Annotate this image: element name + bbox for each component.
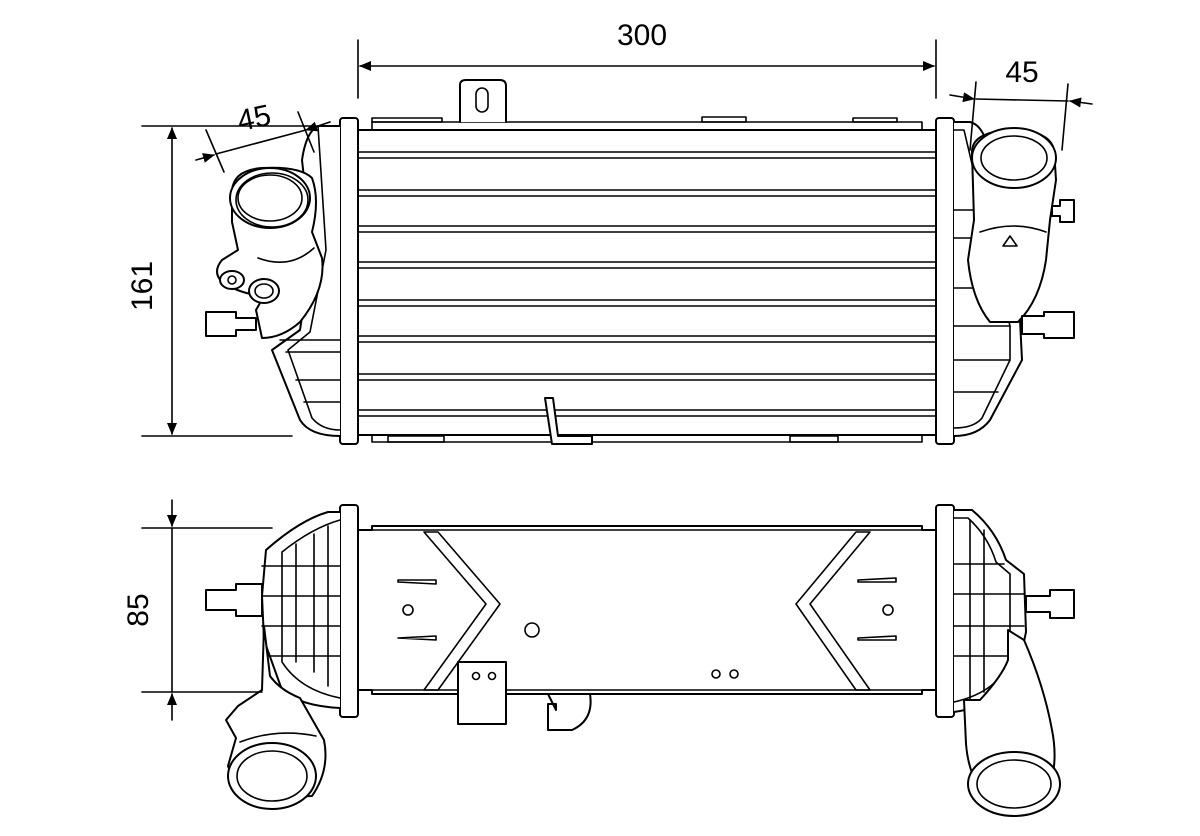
right-rivet bbox=[882, 604, 894, 616]
dimension-width: 300 bbox=[357, 19, 937, 99]
top-tab-far-right bbox=[852, 117, 898, 123]
bottom-tab-right bbox=[789, 435, 839, 443]
right-tank-ribs bbox=[953, 209, 1011, 393]
right-lower-mount-pin bbox=[1021, 311, 1075, 339]
dimension-outlet-diameter: 45 bbox=[195, 99, 331, 173]
left-tank-inner bbox=[287, 125, 341, 431]
top-view-left-tank-ribs bbox=[261, 525, 341, 687]
top-view-right-pipe-ring-inner bbox=[976, 759, 1052, 809]
top-tab-right bbox=[701, 116, 747, 123]
front-view bbox=[205, 79, 1075, 445]
center-rivet-b bbox=[729, 669, 739, 679]
bracket-slot bbox=[475, 87, 489, 113]
bottom-rail bbox=[371, 434, 923, 443]
right-inlet-ring-outer bbox=[971, 127, 1057, 189]
bottom-tab-left bbox=[387, 435, 445, 443]
right-tank-inner bbox=[953, 129, 1011, 429]
dimension-inlet-diameter-label: 45 bbox=[1005, 56, 1038, 89]
right-end-plate bbox=[935, 117, 955, 445]
dimension-inlet-diameter: 45 bbox=[949, 56, 1093, 151]
right-lower-mark bbox=[857, 635, 897, 641]
left-outlet-ring-outer bbox=[229, 167, 311, 229]
center-hole bbox=[524, 622, 540, 638]
top-view-left-pipe-ring-outer bbox=[227, 742, 317, 810]
top-view-left-mount-pin bbox=[205, 583, 263, 617]
bottom-mounting-bracket bbox=[457, 661, 507, 725]
core-block bbox=[357, 129, 937, 436]
left-pipe-boss-hole bbox=[227, 275, 237, 285]
right-inlet-seam bbox=[979, 225, 1047, 233]
top-view-right-tank-inner bbox=[953, 517, 1011, 703]
bracket-hole-a bbox=[471, 671, 481, 681]
right-upper-mount-pin bbox=[1051, 199, 1075, 223]
bottom-view-clip bbox=[547, 693, 592, 731]
left-pipe-boss bbox=[219, 270, 245, 290]
left-end-plate bbox=[339, 117, 359, 445]
bottom-clip bbox=[544, 397, 593, 445]
right-inlet-ring-inner bbox=[980, 135, 1048, 181]
top-view-right-mount-pin bbox=[1025, 589, 1075, 619]
left-upper-mark bbox=[397, 579, 437, 585]
bracket-hole-b bbox=[487, 671, 497, 681]
left-lower-mark bbox=[397, 635, 437, 641]
dimension-height-label: 161 bbox=[126, 261, 159, 311]
top-view-core bbox=[357, 525, 937, 695]
top-view-right-tank-ribs bbox=[953, 519, 1025, 701]
center-rivet-a bbox=[711, 669, 721, 679]
top-mounting-bracket bbox=[459, 79, 507, 123]
top-view-left-pipe-seam bbox=[239, 732, 317, 743]
left-sensor-port-inner bbox=[254, 283, 274, 299]
top-view-left-pipe-ring-inner bbox=[236, 750, 308, 802]
top-view bbox=[205, 504, 1075, 817]
right-chevron bbox=[795, 531, 871, 691]
dimension-height: 161 bbox=[126, 125, 319, 437]
top-view-left-tank-inner bbox=[281, 519, 341, 699]
top-view-right-end-plate bbox=[935, 504, 955, 718]
top-view-right-pipe-ring-outer bbox=[967, 751, 1061, 817]
left-sensor-port bbox=[248, 278, 280, 304]
dimension-outlet-diameter-label: 45 bbox=[234, 99, 274, 138]
top-rail bbox=[371, 121, 923, 131]
left-chevron bbox=[423, 531, 501, 691]
left-tank-ribs bbox=[279, 339, 341, 403]
dimension-depth: 85 bbox=[122, 499, 273, 721]
top-tab-left bbox=[371, 117, 443, 123]
left-rivet bbox=[402, 604, 414, 616]
left-mount-pin bbox=[205, 311, 257, 337]
left-pipe-seam bbox=[257, 247, 315, 264]
right-upper-mark bbox=[857, 577, 897, 583]
left-outlet-ring-mid bbox=[235, 172, 309, 228]
right-inlet-arrow-mark bbox=[1002, 235, 1018, 247]
top-view-left-end-plate bbox=[339, 504, 359, 718]
left-outlet-ring-inner bbox=[237, 174, 303, 222]
dimension-depth-label: 85 bbox=[122, 593, 155, 626]
dimension-width-label: 300 bbox=[617, 19, 667, 52]
